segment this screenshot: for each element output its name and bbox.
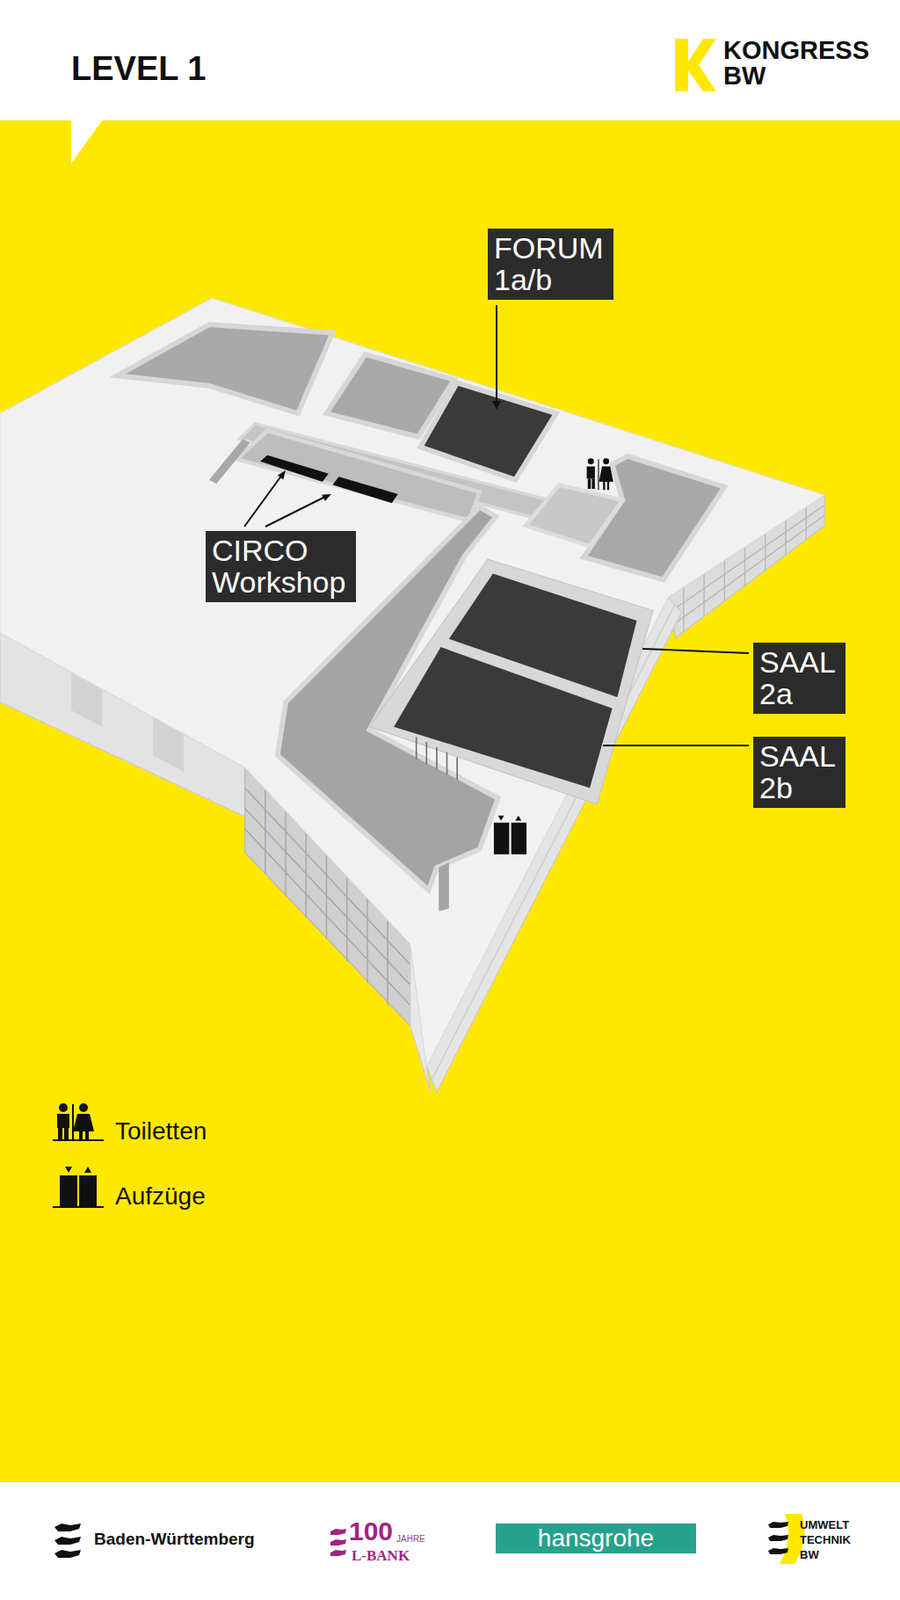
environment-lions (768, 1521, 789, 1554)
legend-icon (79, 1131, 83, 1140)
legend-icon (64, 1127, 69, 1140)
hall-room (393, 646, 612, 788)
elevator-symbol (493, 815, 527, 855)
leader-line (265, 496, 326, 527)
toilet-symbol (599, 466, 614, 482)
sponsor-name: L-BANK (351, 1547, 410, 1563)
leader-lines (244, 304, 749, 746)
room-name: SAAL 2b (759, 740, 839, 804)
lion-symbol (768, 1547, 789, 1554)
anniversary-number: 100 (348, 1517, 393, 1545)
toilet-symbol (602, 457, 610, 465)
legend-toilet-icon (52, 1103, 104, 1141)
lion-symbol (330, 1528, 347, 1535)
leader-line (244, 474, 283, 527)
legend-icon (72, 1103, 74, 1140)
logo-word: BW (723, 63, 766, 89)
legend-icon (84, 1166, 92, 1173)
elevator-symbol (493, 822, 509, 855)
room-tag: SAAL 2b (753, 736, 846, 808)
leader-line (642, 648, 749, 654)
room (525, 484, 623, 546)
room (236, 430, 480, 521)
toilet-symbol (587, 457, 614, 490)
legend-icon (85, 1131, 89, 1140)
shaft (209, 438, 250, 484)
forum-room (420, 382, 556, 480)
legend-icon (58, 1127, 63, 1140)
brand-box: hansgrohe (495, 1523, 697, 1554)
leader-arrowheads (277, 400, 501, 501)
lion-symbol (54, 1536, 81, 1545)
logo-mark (675, 38, 717, 92)
room-name: SAAL 2a (759, 645, 839, 710)
room-tag: CIRCO Workshop (205, 530, 356, 603)
legend-icon (79, 1175, 97, 1206)
room-tag: FORUM 1a/b (487, 228, 614, 300)
anniversary-word: JAHRE (396, 1534, 426, 1544)
map-title: LEVEL 1 (71, 51, 206, 86)
leader-line (602, 744, 749, 747)
lion-symbol (768, 1521, 789, 1528)
lion-symbol (54, 1523, 81, 1532)
room-tag: SAAL 2a (753, 642, 846, 714)
roof-slab (0, 297, 825, 1067)
yellow-ground (0, 120, 900, 1482)
sponsor-name: BW (799, 1548, 820, 1561)
room (117, 324, 334, 414)
sponsor-name: UMWELT (799, 1518, 850, 1531)
legend-icon (72, 1113, 95, 1132)
lion-symbol (54, 1549, 81, 1558)
elevator-symbol (515, 815, 522, 821)
legend-text: Aufzüge (115, 1183, 206, 1209)
sponsor-name: Baden-Württemberg (94, 1530, 255, 1547)
state-lions (54, 1523, 81, 1558)
workshop-room (260, 455, 399, 504)
legend-text: Toiletten (115, 1118, 207, 1144)
toilet-symbol (602, 481, 605, 490)
legend-icon (59, 1175, 78, 1206)
elevator-symbol (498, 815, 505, 821)
toilet-symbol (591, 479, 595, 490)
legend-icon (58, 1103, 68, 1112)
lion-symbol (330, 1549, 347, 1556)
toilet-symbol (587, 479, 591, 490)
hall-block (369, 558, 654, 805)
shaft (438, 862, 450, 912)
legend-elevator-icon (52, 1166, 104, 1208)
bank-lions (330, 1528, 347, 1556)
legend-icon (79, 1103, 88, 1112)
room-name: CIRCO Workshop (211, 534, 349, 598)
legend-icon (52, 1139, 104, 1141)
toilet-symbol (587, 457, 595, 465)
logo-word: KONGRESS (723, 37, 870, 64)
lion-symbol (330, 1538, 347, 1546)
elevator-symbol (511, 822, 527, 855)
legend-icon (65, 1166, 73, 1173)
legend-icon (52, 1205, 104, 1208)
arrowhead (277, 470, 286, 480)
stairs (416, 736, 458, 780)
toilet-symbol (587, 466, 596, 480)
room-name: FORUM 1a/b (493, 232, 607, 296)
notch (71, 120, 102, 164)
sponsor-name: TECHNIK (799, 1533, 851, 1546)
leader-line (495, 304, 498, 403)
lion-symbol (768, 1534, 789, 1541)
legend-icon (57, 1113, 70, 1128)
toilet-symbol (607, 481, 610, 490)
arrowhead (492, 400, 501, 410)
toilet-symbol (597, 458, 599, 490)
building (0, 297, 825, 1092)
brand-name: hansgrohe (537, 1525, 654, 1551)
arrowhead (321, 493, 332, 501)
